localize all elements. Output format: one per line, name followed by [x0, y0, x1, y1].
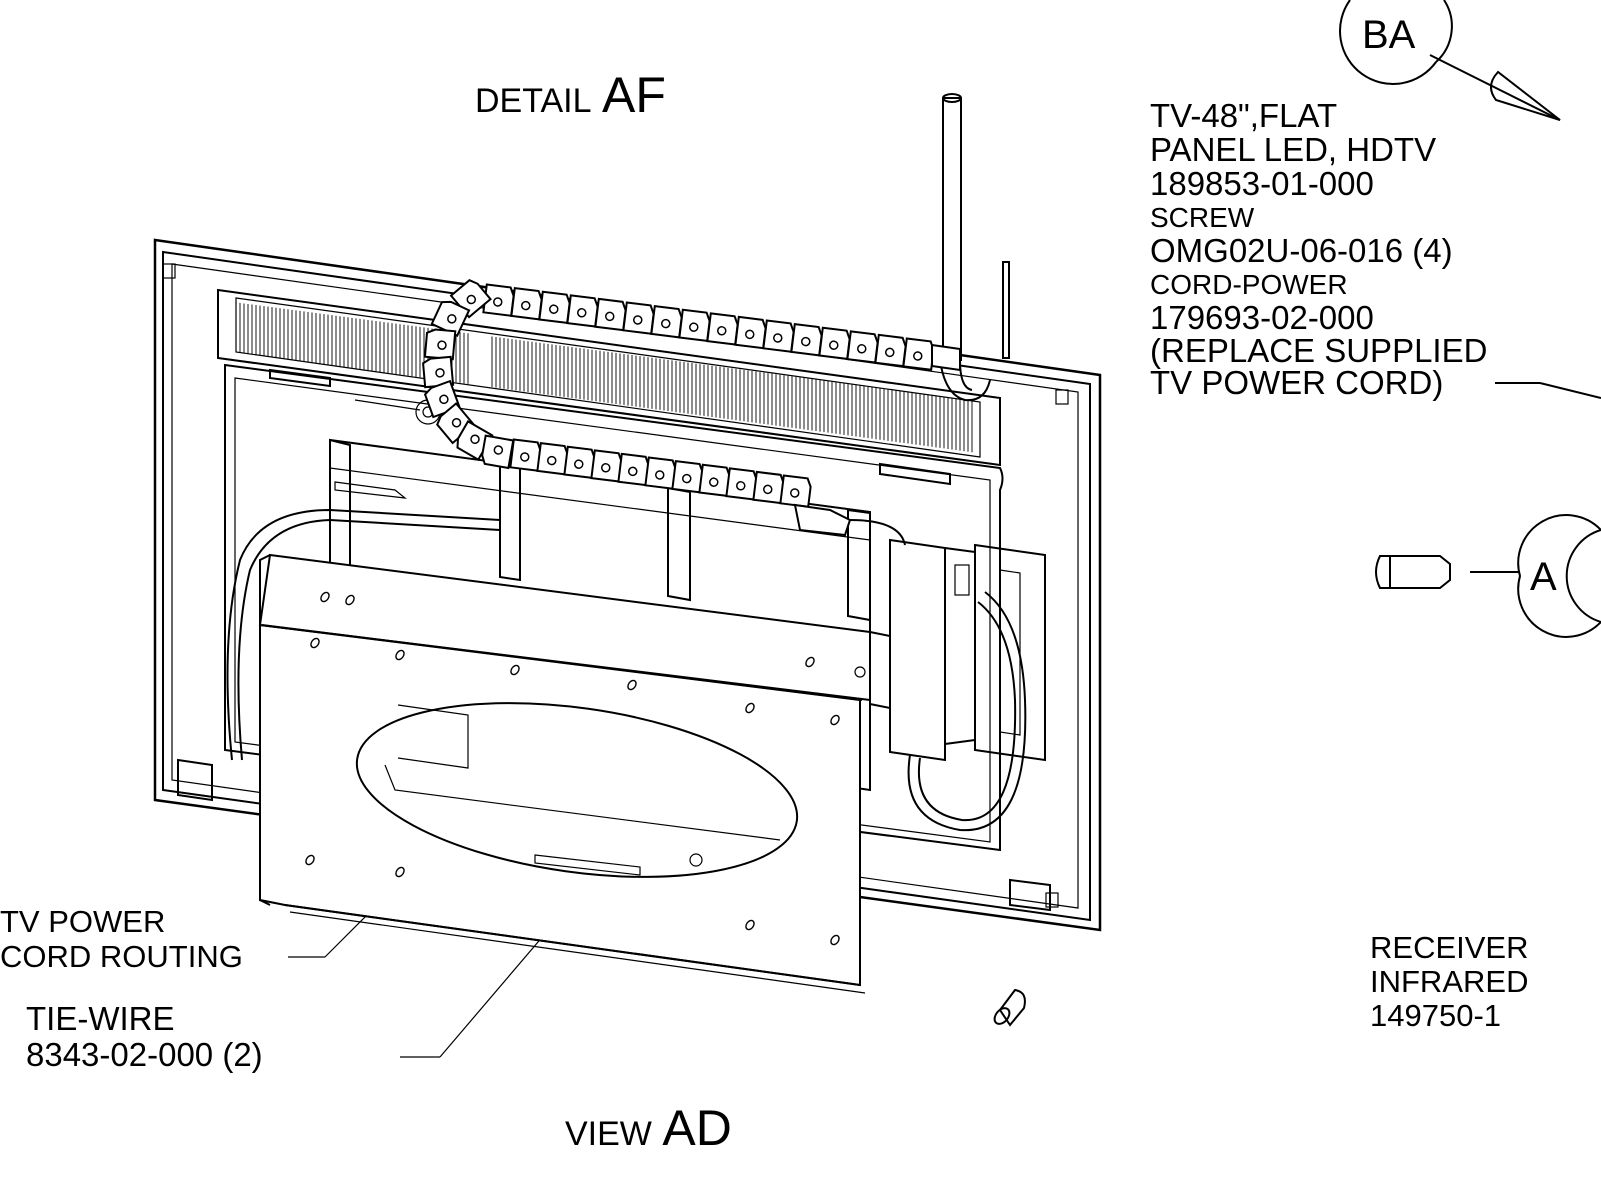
tv-callout-line-3: 189853-01-000	[1150, 165, 1374, 202]
chain-link	[790, 323, 823, 357]
chain-link	[423, 328, 457, 361]
plate-screws	[305, 591, 840, 946]
infrared-receiver	[993, 988, 1026, 1027]
receiver-callout-line-1: RECEIVER	[1370, 930, 1528, 965]
cable-drag-chain	[422, 279, 961, 537]
receiver-callout: RECEIVER INFRARED 149750-1	[1370, 930, 1528, 1033]
chain-link	[734, 315, 767, 350]
screw-hole	[310, 637, 320, 649]
balloon-ba-label: BA	[1362, 13, 1416, 57]
chain-end-fitting	[793, 503, 852, 537]
chain-link	[536, 442, 569, 476]
tv-callout-line-4: SCREW	[1150, 202, 1255, 233]
detail-title-letters: AF	[602, 67, 666, 123]
top-vent	[217, 288, 1001, 467]
tv-callout-line-6: CORD-POWER	[1150, 269, 1348, 300]
chain-link	[706, 312, 739, 346]
screw-hole	[745, 702, 755, 714]
chain-link	[622, 301, 655, 335]
screw-hole	[395, 649, 405, 661]
tv-callout-line-1: TV-48",FLAT	[1150, 97, 1337, 134]
chain-link	[538, 290, 571, 325]
tiewire-callout-line-2: 8343-02-000 (2)	[26, 1036, 263, 1073]
tv-callout-line-2: PANEL LED, HDTV	[1150, 131, 1436, 168]
antenna-posts	[939, 93, 1010, 402]
detail-title-prefix: DETAIL	[475, 82, 592, 120]
tv-callout-line-5: OMG02U-06-016 (4)	[1150, 232, 1453, 269]
chain-link	[846, 330, 879, 364]
tiewire-callout-line-1: TIE-WIRE	[26, 1000, 174, 1037]
chain-link	[482, 283, 515, 317]
screw-hole	[395, 866, 405, 878]
front-plate	[258, 553, 891, 994]
tv-callout-line-8: (REPLACE SUPPLIED	[1150, 332, 1487, 369]
chain-link	[671, 460, 704, 494]
chain-link	[678, 308, 711, 343]
tv-callout-line-7: 179693-02-000	[1150, 299, 1374, 336]
pin-part	[1375, 555, 1451, 589]
tv-callout-line-9: TV POWER CORD)	[1150, 364, 1443, 401]
screw-hole	[830, 714, 840, 726]
screw-hole	[320, 591, 330, 603]
chain-link	[644, 456, 677, 490]
balloon-ba: BA	[1339, 0, 1561, 121]
screw-hole	[510, 664, 520, 676]
chain-link	[779, 474, 812, 508]
chain-link	[874, 333, 907, 368]
balloon-a: A	[1375, 514, 1601, 638]
chain-link	[650, 305, 683, 339]
view-title-letters: AD	[662, 1100, 731, 1156]
routing-callout-line-1: TV POWER	[0, 904, 165, 939]
chain-link	[509, 438, 542, 472]
electronics-box	[889, 538, 1046, 762]
side-vents	[177, 368, 1051, 912]
chain-link	[481, 434, 515, 470]
tv-callout: TV-48",FLAT PANEL LED, HDTV 189853-01-00…	[1150, 97, 1601, 401]
chain-link	[902, 337, 935, 371]
view-title: VIEW AD	[565, 1100, 732, 1156]
screw-hole	[830, 934, 840, 946]
chain-link	[752, 470, 785, 505]
chain-end-fitting	[931, 343, 961, 372]
power-cord	[226, 508, 1027, 832]
vent-hatching	[239, 302, 973, 453]
chain-link	[563, 445, 596, 480]
view-title-prefix: VIEW	[565, 1115, 652, 1153]
oval-cutout	[355, 702, 799, 878]
chain-link	[818, 326, 851, 361]
chain-link	[725, 467, 758, 501]
receiver-callout-line-3: 149750-1	[1370, 998, 1501, 1033]
routing-callout-line-2: CORD ROUTING	[0, 939, 243, 974]
chain-link	[566, 294, 599, 328]
chain-link	[594, 297, 627, 332]
chain-link	[590, 449, 623, 483]
receiver-callout-line-2: INFRARED	[1370, 964, 1528, 999]
screw-hole	[805, 656, 815, 668]
chain-link	[698, 463, 731, 498]
balloon-a-label: A	[1530, 555, 1557, 599]
arrowhead-ba	[1490, 70, 1561, 121]
screw-hole	[627, 679, 637, 691]
detail-title: DETAIL AF	[475, 67, 666, 123]
chain-link	[617, 452, 650, 487]
chain-link	[762, 319, 795, 353]
chain-link	[510, 287, 543, 321]
screw-hole	[305, 854, 315, 866]
screw-hole	[345, 594, 355, 606]
screw-hole	[745, 919, 755, 931]
